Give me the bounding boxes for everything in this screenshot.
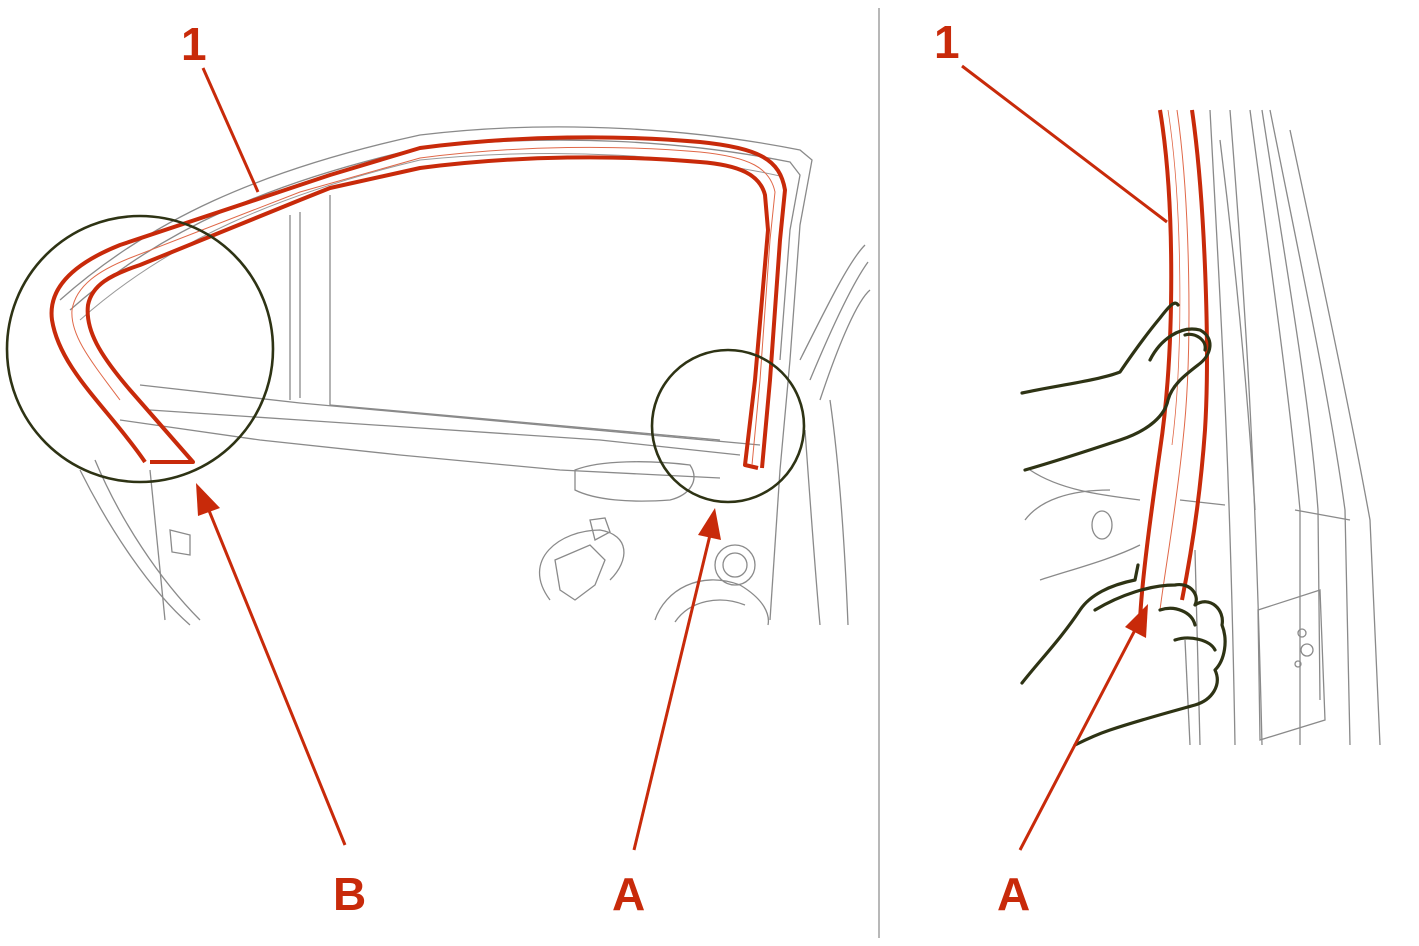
left-leader-line-1 bbox=[201, 67, 260, 193]
callout-circle-a bbox=[650, 348, 806, 504]
lower-hand-illustration bbox=[1020, 563, 1227, 747]
left-arrow-b-label: B bbox=[333, 868, 366, 920]
left-weatherstrip bbox=[49, 135, 787, 470]
right-leader-line-1 bbox=[961, 64, 1168, 224]
left-part-number-label: 1 bbox=[181, 18, 207, 70]
left-arrow-a bbox=[632, 508, 721, 851]
left-arrow-b bbox=[196, 483, 347, 846]
right-weatherstrip bbox=[1138, 109, 1209, 621]
right-part-number-label: 1 bbox=[934, 16, 960, 68]
left-door-outline bbox=[59, 126, 871, 626]
right-arrow-a-label: A bbox=[997, 868, 1030, 920]
upper-hand-illustration bbox=[1020, 301, 1212, 472]
left-arrow-a-label: A bbox=[612, 868, 645, 920]
callout-circle-b bbox=[5, 214, 275, 484]
right-arrow-a bbox=[1018, 604, 1148, 851]
right-pillar-outline bbox=[1024, 109, 1381, 746]
